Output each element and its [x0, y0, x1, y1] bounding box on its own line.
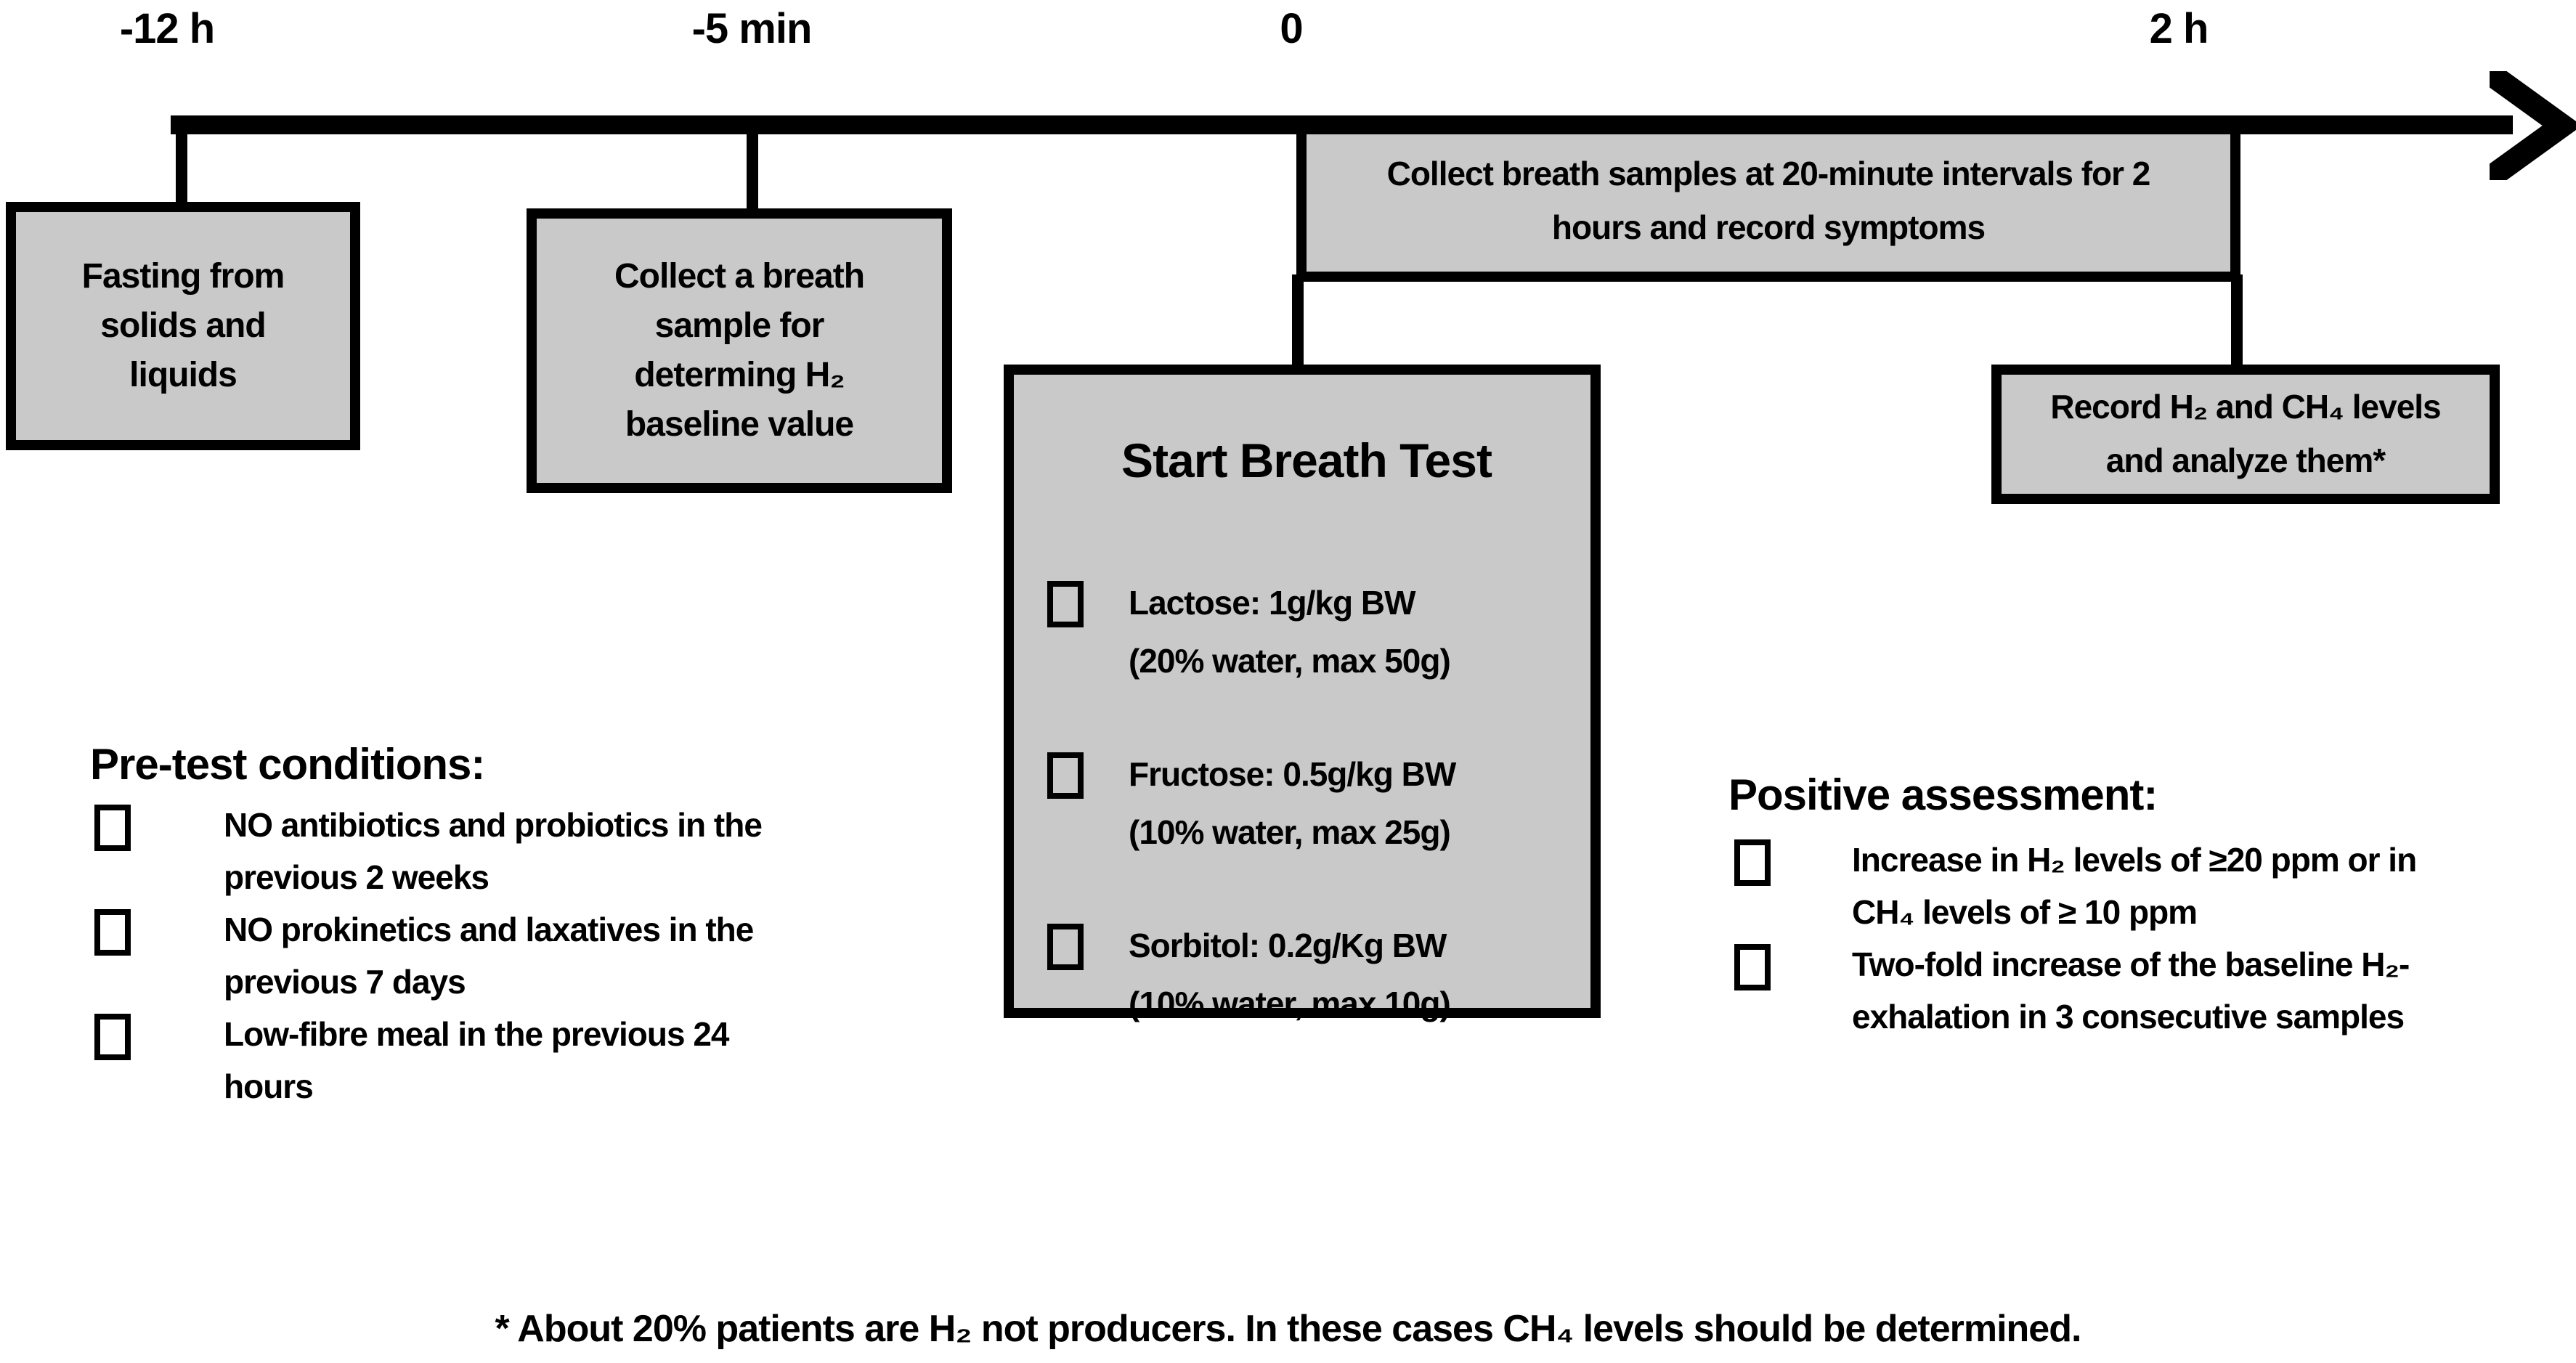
list-item-sorbitol: Sorbitol: 0.2g/Kg BW (10% water, max 10g… — [1044, 916, 1569, 1033]
checkbox-icon — [94, 1014, 131, 1060]
positive-item: Increase in H₂ levels of ≥20 ppm or in C… — [1734, 834, 2569, 938]
list-item-fructose: Fructose: 0.5g/kg BW (10% water, max 25g… — [1044, 745, 1569, 861]
substrate-text: Lactose: 1g/kg BW (20% water, max 50g) — [1129, 584, 1451, 680]
pretest-item-text: NO antibiotics and probiotics in the pre… — [224, 806, 763, 896]
arrowhead-icon — [2490, 71, 2576, 180]
connector-fasting — [176, 125, 187, 205]
baseline-sample-box: Collect a breath sample for determing H₂… — [527, 208, 952, 493]
connector-start-test — [1292, 274, 1304, 369]
pretest-item-text: NO prokinetics and laxatives in the prev… — [224, 911, 754, 1001]
positive-item-text: Increase in H₂ levels of ≥20 ppm or in C… — [1852, 841, 2417, 931]
start-breath-test-title: Start Breath Test — [1121, 434, 1492, 487]
checkbox-icon — [1734, 944, 1771, 990]
timeline-label-zero: 0 — [1280, 5, 1303, 52]
positive-item: Two-fold increase of the baseline H₂- ex… — [1734, 938, 2569, 1043]
pretest-item: NO prokinetics and laxatives in the prev… — [94, 903, 1126, 1008]
checkbox-icon — [1047, 924, 1084, 970]
checkbox-icon — [94, 805, 131, 851]
substrate-text: Fructose: 0.5g/kg BW (10% water, max 25g… — [1129, 755, 1456, 851]
list-item-lactose: Lactose: 1g/kg BW (20% water, max 50g) — [1044, 574, 1569, 690]
positive-heading: Positive assessment: — [1728, 770, 2158, 819]
substrate-text: Sorbitol: 0.2g/Kg BW (10% water, max 10g… — [1129, 927, 1451, 1022]
timeline-label-2h: 2 h — [2149, 5, 2209, 52]
positive-list: Increase in H₂ levels of ≥20 ppm or in C… — [1734, 834, 2569, 1043]
connector-record-levels — [2231, 274, 2243, 369]
connector-baseline-sample — [747, 125, 758, 212]
pretest-item-text: Low-fibre meal in the previous 24 hours — [224, 1015, 729, 1105]
collect-intervals-box: Collect breath samples at 20-minute inte… — [1296, 121, 2240, 282]
timeline-bar — [171, 115, 2513, 134]
start-breath-test-box: Start Breath Test Lactose: 1g/kg BW (20%… — [1004, 365, 1601, 1022]
fasting-box: Fasting from solids and liquids — [6, 202, 360, 450]
timeline-label-minus-12h: -12 h — [119, 5, 215, 52]
pretest-list: NO antibiotics and probiotics in the pre… — [94, 799, 1126, 1112]
footnote: * About 20% patients are H₂ not producer… — [495, 1308, 2082, 1350]
substrate-list: Lactose: 1g/kg BW (20% water, max 50g) F… — [1044, 574, 1569, 1033]
checkbox-icon — [1734, 839, 1771, 886]
timeline-label-minus-5min: -5 min — [691, 5, 813, 52]
pretest-heading: Pre-test conditions: — [90, 740, 485, 789]
pretest-item: Low-fibre meal in the previous 24 hours — [94, 1008, 1126, 1112]
record-levels-box: Record H₂ and CH₄ levels and analyze the… — [1991, 365, 2500, 504]
checkbox-icon — [94, 909, 131, 956]
pretest-item: NO antibiotics and probiotics in the pre… — [94, 799, 1126, 903]
positive-item-text: Two-fold increase of the baseline H₂- ex… — [1852, 945, 2410, 1036]
checkbox-icon — [1047, 752, 1084, 799]
checkbox-icon — [1047, 581, 1084, 627]
